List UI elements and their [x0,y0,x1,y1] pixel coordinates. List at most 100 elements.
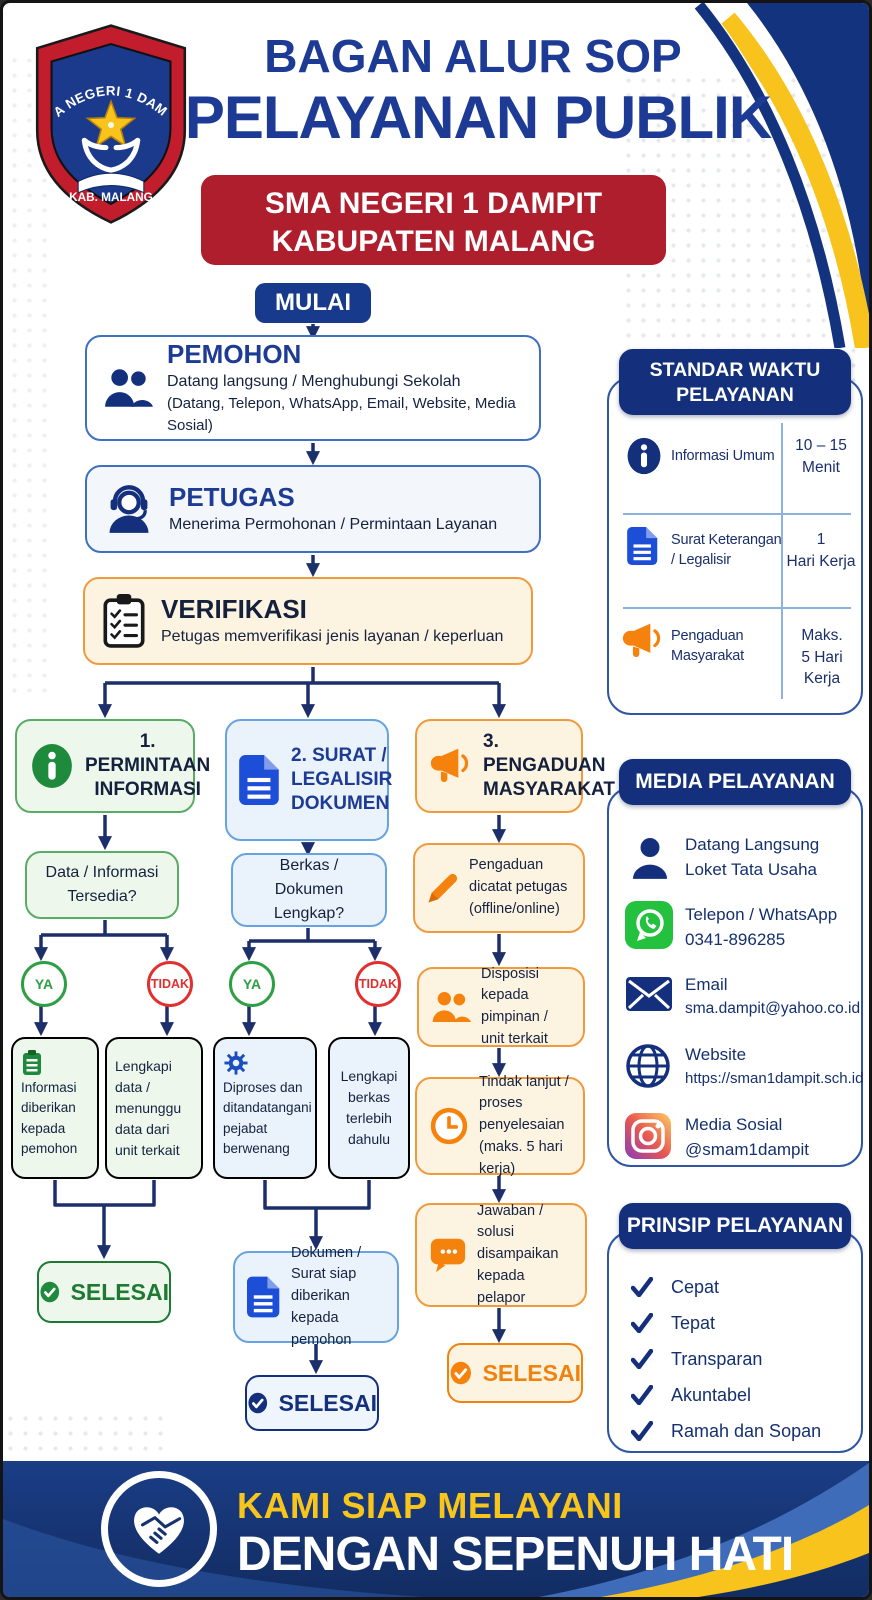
pemohon-title: PEMOHON [166,339,302,370]
school-banner: SMA NEGERI 1 DAMPIT KABUPATEN MALANG [201,175,666,265]
standar-row-value2: 5 Hari Kerja [801,648,843,688]
branch2-no-node: TIDAK [355,961,401,1007]
prinsip-item: Cepat [671,1277,720,1297]
media-item-line2: 0341-896285 [685,929,786,949]
pemohon-box: PEMOHON Datang langsung / Menghubungi Se… [85,335,541,441]
person-icon [632,838,668,879]
standar-row-value2: Menit [802,458,840,476]
media-item-line1: Telepon / WhatsApp [685,905,838,924]
branch1-no-result: Lengkapi data / menunggu data dari unit … [105,1037,203,1179]
branch1-header: 1. PERMINTAAN INFORMASI [15,719,210,813]
globe-icon [626,1044,670,1088]
pemohon-desc1: Datang langsung / Menghubungi Sekolah [166,373,461,391]
footer-line2: DENGAN SEPENUH HATI [237,1528,794,1581]
petugas-box: PETUGAS Menerima Permohonan / Permintaan… [85,465,541,553]
prinsip-item: Ramah dan Sopan [671,1421,822,1441]
check-circle-icon [40,1281,60,1303]
standar-row-value1: 10 – 15 [795,437,847,454]
gear-icon [224,1051,248,1075]
school-banner-line2: KABUPATEN MALANG [271,224,596,258]
check-icon [631,1385,653,1405]
branch3-step3: Tindak lanjut / proses penyelesaian (mak… [415,1074,585,1177]
petugas-desc: Menerima Permohonan / Permintaan Layanan [169,516,498,533]
branch1-yes-result-text: Informasi diberikan kepada pemohon [21,1080,78,1156]
branch3-step4-text: Jawaban / solusi disampaikan kepada pela… [477,1202,559,1306]
media-item-line2: @smam1dampit [685,1139,810,1159]
pemohon-desc2: (Datang, Telepon, WhatsApp, Email, Websi… [166,395,516,435]
branch2-no-result-text: Lengkapi berkas terlebih dahulu [340,1068,398,1147]
check-icon [631,1313,653,1333]
media-item-line1: Media Sosial [685,1115,783,1134]
standar-row-label: Pengaduan Masyarakat [671,628,744,664]
branch2-header: 2. SURAT / LEGALISIR DOKUMEN [225,719,393,841]
envelope-icon [626,977,672,1011]
petugas-title: PETUGAS [169,481,295,512]
verifikasi-desc: Petugas memverifikasi jenis layanan / ke… [161,628,504,645]
whatsapp-icon [625,901,673,949]
standar-waktu-panel: Informasi Umum 10 – 15 Menit Surat Keter… [607,377,863,715]
branch3-title: 3. PENGADUAN MASYARAKAT [483,731,615,800]
media-pelayanan-header: MEDIA PELAYANAN [619,759,851,805]
poster-title-line2: PELAYANAN PUBLIK [184,84,772,151]
clipboard-green-icon [23,1050,41,1075]
branch3-step2: Disposisi kepada pimpinan / unit terkait [417,966,585,1047]
media-item-line2: Loket Tata Usaha [685,859,817,879]
branch1-no-node: TIDAK [147,961,193,1007]
check-icon [631,1349,653,1369]
standar-row-label: Surat Keterangan / Legalisir [671,532,782,568]
standar-waktu-title2: PELAYANAN [676,384,794,407]
branch1-no-result-text: Lengkapi data / menunggu data dari unit … [115,1057,182,1158]
branch3-end-node: SELESAI [447,1343,583,1403]
pencil-icon [428,873,458,903]
standar-waktu-title1: STANDAR WAKTU [649,359,821,381]
document-icon [247,1276,280,1318]
check-icon [631,1421,653,1441]
media-item-line1: Email [685,975,728,994]
branch2-title: 2. SURAT / LEGALISIR DOKUMEN [291,745,393,814]
logo-bottom-text: KAB. MALANG [69,191,153,204]
branch2-yes-node: YA [229,961,275,1007]
media-item-line1: Website [685,1045,747,1064]
branch3-step3-text: Tindak lanjut / proses penyelesaian (mak… [479,1073,569,1177]
verifikasi-title: VERIFIKASI [161,593,307,624]
clock-icon [430,1107,468,1145]
branch1-yes-result: Informasi diberikan kepada pemohon [11,1037,99,1179]
branch2-end-node: SELESAI [245,1375,379,1431]
prinsip-item: Tepat [671,1313,716,1333]
branch3-header: 3. PENGADUAN MASYARAKAT [415,719,615,813]
branch3-step4: Jawaban / solusi disampaikan kepada pela… [415,1203,587,1307]
branch1-end-node: SELESAI [37,1261,171,1323]
document-icon [627,527,658,565]
handshake-heart-icon [134,1507,184,1554]
standar-row-value1: Maks. [801,627,843,644]
branch3-step1-text: Pengaduan dicatat petugas (offline/onlin… [469,857,568,917]
media-item-line2: sma.dampit@yahoo.co.id [685,999,861,1017]
standar-waktu-header: STANDAR WAKTU PELAYANAN [619,349,851,415]
branch1-question: Data / Informasi Tersedia? [25,851,179,919]
prinsip-item: Transparan [671,1349,763,1369]
school-banner-line1: SMA NEGERI 1 DAMPIT [264,187,603,220]
handshake-heart-badge [101,1471,217,1587]
prinsip-item: Akuntabel [671,1385,752,1405]
branch2-yes-result: Diproses dan ditandatangani pejabat berw… [213,1037,317,1179]
verifikasi-box: VERIFIKASI Petugas memverifikasi jenis l… [83,577,533,665]
standar-row-value2: Hari Kerja [786,552,856,570]
headset-person-icon [109,485,149,533]
branch3-end-label: SELESAI [482,1359,581,1386]
document-icon [239,755,279,805]
chat-bubble-icon [430,1238,466,1273]
branch1-question-text: Data / Informasi Tersedia? [45,864,159,905]
check-circle-icon [450,1361,471,1385]
clipboard-check-icon [103,594,145,648]
branch1-title: 1. PERMINTAAN INFORMASI [85,731,211,800]
check-icon [631,1277,653,1297]
info-icon [32,744,72,788]
users-icon [105,369,153,407]
info-icon [627,437,661,475]
branch1-yes-node: YA [21,961,67,1007]
halftone-dots-bottom-left [3,1411,163,1459]
hands-icon [81,137,141,173]
megaphone-icon [430,748,469,783]
branch2-no-result: Lengkapi berkas terlebih dahulu [328,1037,410,1179]
